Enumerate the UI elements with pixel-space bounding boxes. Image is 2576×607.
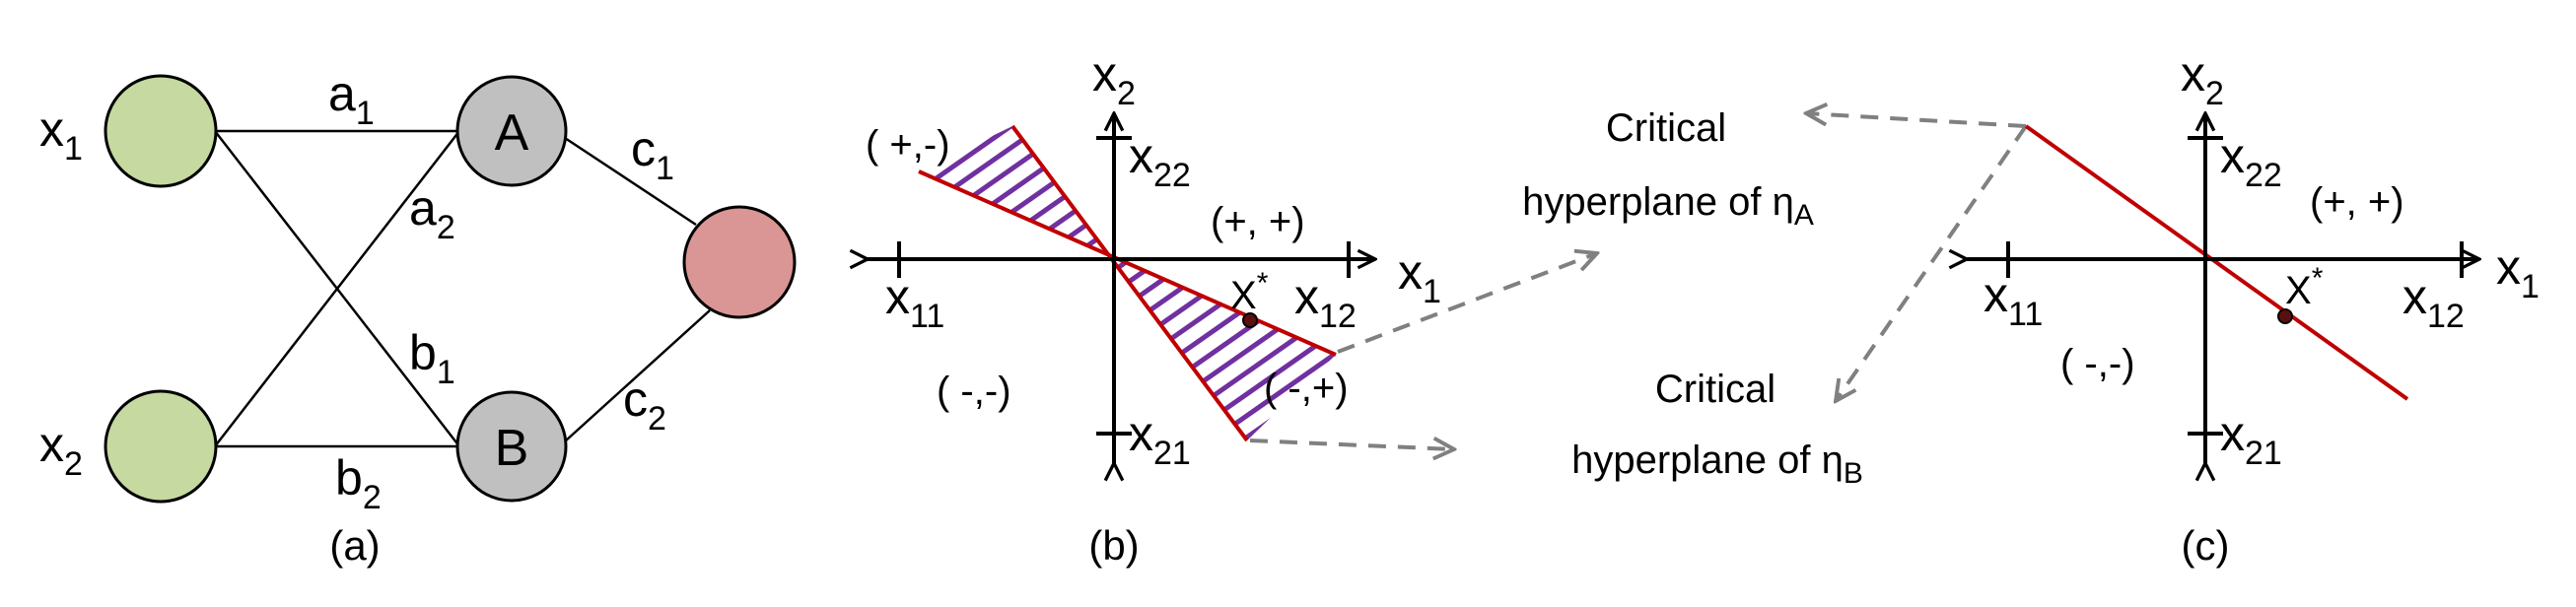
panel-c-hyperplane: x2 x1 x22 x21 x11 x12 X* (+, +) ( -,-) (…: [1967, 46, 2540, 569]
x22-label-b: x22: [1129, 128, 1191, 194]
input-label-x2: x2: [39, 417, 83, 483]
caption-c: (c): [2182, 522, 2230, 569]
input-node-x1: [104, 74, 218, 188]
weight-c2: c2: [623, 371, 666, 438]
edge-A-out: [564, 136, 697, 227]
edge-x2-A: [214, 130, 460, 447]
quadrant-pp-c: (+, +): [2310, 180, 2404, 224]
annotation-B-line2: hyperplane of ηB: [1571, 438, 1863, 490]
hidden-node-B-label: B: [495, 420, 529, 477]
arrow-b-to-hyperplane-A: [1337, 253, 1597, 354]
caption-b: (b): [1088, 522, 1139, 569]
arrow-c-to-hyperplane-A: [1806, 113, 2027, 128]
input-label-x1: x1: [39, 101, 83, 168]
quadrant-mm-c: ( -,-): [2060, 342, 2135, 385]
annotation-hyperplane-B: Critical hyperplane of ηB: [1571, 368, 1863, 490]
weight-b2: b2: [335, 450, 382, 516]
annotation-arrows: [1249, 113, 2028, 449]
x21-label-b: x21: [1129, 406, 1191, 472]
xstar-label-c: X*: [2285, 262, 2324, 312]
hidden-node-A-label: A: [495, 104, 529, 162]
x1-axis-label-c: x1: [2496, 239, 2540, 305]
quadrant-mm-b: ( -,-): [937, 370, 1011, 413]
weight-c1: c1: [631, 121, 674, 187]
hatched-region-lower-right: [1114, 259, 1336, 440]
panel-b-hyperplanes: x2 x1 x22 x21 x11 x12 X* ( +,-) (+, +) (…: [866, 46, 1441, 569]
annotation-hyperplane-A: Critical hyperplane of ηA: [1522, 106, 1814, 232]
panel-a-network: A B x1 x2 a1 a2 b1 b2 c1 c2 (a): [39, 66, 797, 569]
quadrant-mp-b: ( -,+): [1264, 367, 1349, 410]
hatched-region-upper-left: [919, 126, 1114, 259]
x12-label-c: x12: [2402, 269, 2465, 335]
quadrant-pm-b: ( +,-): [866, 123, 950, 167]
hidden-node-B: [455, 390, 568, 503]
xstar-label-b: X*: [1230, 267, 1269, 317]
weight-a1: a1: [328, 66, 375, 132]
hyperplane-B-line-b: [1010, 124, 1249, 442]
hyperplane-A-line-b: [918, 169, 1337, 357]
edge-B-out: [564, 309, 711, 442]
weight-b1: b1: [409, 325, 455, 391]
point-xstar-b: [1242, 312, 1258, 328]
annotation-B-line1: Critical: [1655, 368, 1775, 411]
quadrant-pp-b: (+, +): [1211, 200, 1305, 243]
weight-a2: a2: [409, 180, 455, 246]
x12-label-b: x12: [1294, 269, 1357, 335]
x22-label-c: x22: [2220, 128, 2282, 194]
caption-a: (a): [329, 522, 380, 569]
x21-label-c: x21: [2220, 406, 2282, 472]
x11-label-c: x11: [1984, 267, 2043, 333]
point-xstar-c: [2277, 308, 2293, 324]
annotation-A-line1: Critical: [1606, 106, 1726, 150]
annotation-A-line2: hyperplane of ηA: [1522, 180, 1814, 232]
arrow-b-to-hyperplane-B: [1249, 440, 1454, 449]
input-node-x2: [104, 389, 218, 504]
x2-axis-label-c: x2: [2181, 46, 2224, 112]
x11-label-b: x11: [885, 269, 944, 335]
hidden-node-A: [455, 75, 568, 187]
output-node: [682, 205, 797, 319]
x1-axis-label-b: x1: [1398, 244, 1441, 310]
x2-axis-label-b: x2: [1092, 46, 1136, 112]
arrow-c-to-hyperplane-B: [1836, 124, 2028, 401]
